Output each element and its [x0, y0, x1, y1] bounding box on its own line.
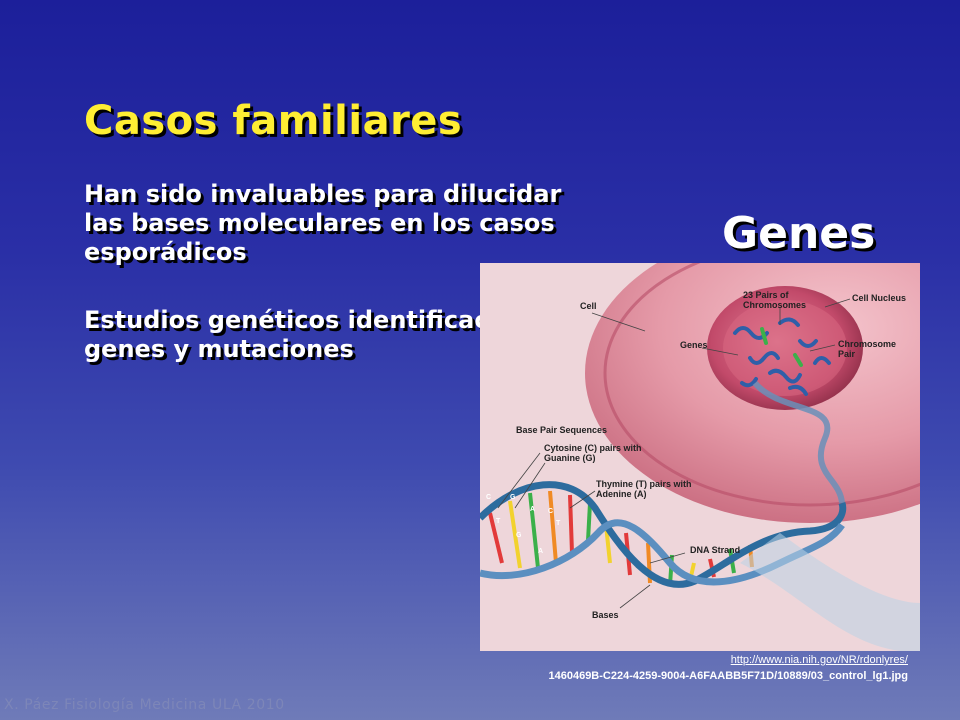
label-thymine-2: Adenine (A): [596, 489, 647, 499]
base-letter-c: C: [486, 494, 491, 501]
base-letter-t-2: T: [556, 520, 561, 527]
label-cytosine-1: Cytosine (C) pairs with: [544, 443, 642, 453]
label-chromosomes-1: 23 Pairs of: [743, 290, 790, 300]
base-letter-g: G: [510, 494, 516, 501]
label-genes: Genes: [680, 340, 708, 350]
bullet-invaluables: Han sido invaluables para dilucidar las …: [84, 180, 562, 266]
chromosome-highlight: [760, 327, 803, 367]
base-letter-t: T: [496, 518, 501, 525]
label-bases: Bases: [592, 610, 619, 620]
source-file-path: 1460469B-C224-4259-9004-A6FAABB5F71D/108…: [548, 670, 908, 682]
label-chromosome-pair-1: Chromosome: [838, 339, 896, 349]
base-letter-c-2: C: [548, 508, 553, 515]
source-url-link[interactable]: http://www.nia.nih.gov/NR/rdonlyres/: [730, 654, 908, 666]
genes-heading: Genes: [722, 208, 876, 259]
label-cell-nucleus: Cell Nucleus: [852, 293, 906, 303]
label-dna-strand: DNA Strand: [690, 545, 740, 555]
label-chromosome-pair-2: Pair: [838, 349, 856, 359]
footer-credit: X. Páez Fisiología Medicina ULA 2010: [4, 697, 285, 713]
dna-cell-illustration: Cell 23 Pairs of Chromosomes Cell Nucleu…: [480, 263, 920, 651]
slide-title: Casos familiares: [84, 98, 463, 144]
bullet-estudios-geneticos: Estudios genéticos identificación genes …: [84, 306, 531, 363]
base-letter-a-2: A: [538, 548, 543, 555]
label-base-pair-sequences: Base Pair Sequences: [516, 425, 607, 435]
base-letter-a: A: [530, 506, 535, 513]
label-cell: Cell: [580, 301, 597, 311]
dna-helix: [480, 481, 847, 588]
label-chromosomes-2: Chromosomes: [743, 300, 806, 310]
label-cytosine-2: Guanine (G): [544, 453, 596, 463]
label-thymine-1: Thymine (T) pairs with: [596, 479, 692, 489]
base-letter-g-2: G: [516, 532, 522, 539]
